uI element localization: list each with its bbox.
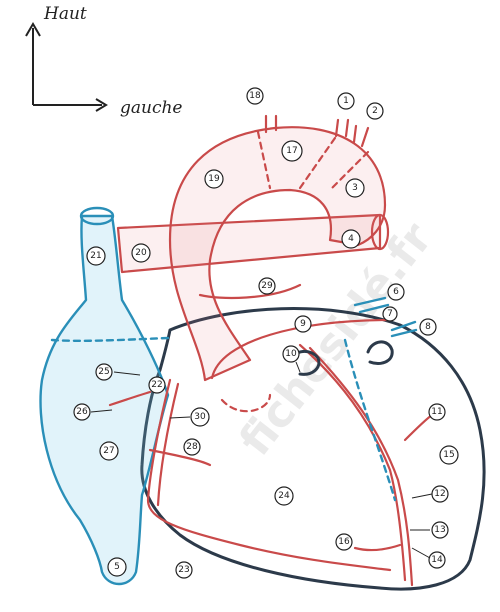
label-4: 4 <box>341 229 361 249</box>
label-24: 24 <box>274 486 294 506</box>
label-11: 11 <box>428 403 446 421</box>
svg-text:29: 29 <box>261 281 273 291</box>
label-18: 18 <box>246 87 264 105</box>
label-8: 8 <box>419 318 437 336</box>
label-1: 1 <box>337 92 355 110</box>
label-13: 13 <box>431 521 449 539</box>
label-27: 27 <box>99 441 119 461</box>
svg-text:16: 16 <box>338 537 350 547</box>
svg-text:8: 8 <box>425 322 431 332</box>
label-17: 17 <box>281 140 303 162</box>
leader-lines <box>90 361 433 559</box>
svg-text:2: 2 <box>372 106 378 116</box>
svg-text:21: 21 <box>90 251 101 261</box>
coronary-arteries <box>108 343 434 587</box>
label-6: 6 <box>387 283 405 301</box>
label-9: 9 <box>294 315 312 333</box>
label-22: 22 <box>148 376 166 394</box>
svg-text:25: 25 <box>98 367 109 377</box>
label-30: 30 <box>190 407 210 427</box>
svg-text:3: 3 <box>352 183 358 193</box>
label-15: 15 <box>439 445 459 465</box>
svg-text:23: 23 <box>178 565 189 575</box>
label-16: 16 <box>335 533 353 551</box>
label-19: 19 <box>204 169 224 189</box>
svg-text:9: 9 <box>300 319 306 329</box>
label-25: 25 <box>95 363 113 381</box>
svg-text:18: 18 <box>249 91 261 101</box>
axis-up-label: Haut <box>43 4 87 24</box>
svg-text:14: 14 <box>431 555 443 565</box>
svg-text:15: 15 <box>443 450 454 460</box>
svg-text:1: 1 <box>343 96 349 106</box>
label-3: 3 <box>345 178 365 198</box>
svg-text:27: 27 <box>103 446 114 456</box>
svg-text:13: 13 <box>434 525 445 535</box>
pulmonary-artery <box>116 213 390 274</box>
label-20: 20 <box>131 243 151 263</box>
svg-text:19: 19 <box>208 174 220 184</box>
svg-text:17: 17 <box>286 146 297 156</box>
svg-text:30: 30 <box>194 412 206 422</box>
svg-text:20: 20 <box>135 248 147 258</box>
label-10: 10 <box>282 345 300 363</box>
svg-text:10: 10 <box>285 349 297 359</box>
aorta-arch <box>168 114 392 413</box>
label-14: 14 <box>428 551 446 569</box>
part-labels: 1 2 3 4 5 6 7 8 9 10 11 12 13 14 15 16 1… <box>73 87 459 579</box>
svg-text:28: 28 <box>186 442 198 452</box>
svg-text:7: 7 <box>387 309 393 319</box>
label-2: 2 <box>366 102 384 120</box>
svg-text:11: 11 <box>431 407 442 417</box>
label-26: 26 <box>73 403 91 421</box>
axis-left-label: gauche <box>120 98 183 118</box>
svg-text:6: 6 <box>393 287 399 297</box>
svg-text:22: 22 <box>151 380 162 390</box>
label-7: 7 <box>382 306 398 322</box>
label-21: 21 <box>86 246 106 266</box>
svg-text:12: 12 <box>434 489 445 499</box>
svg-text:24: 24 <box>278 491 290 501</box>
vena-cava <box>39 206 170 586</box>
svg-text:4: 4 <box>348 234 354 244</box>
label-29: 29 <box>258 277 276 295</box>
label-28: 28 <box>183 438 201 456</box>
label-12: 12 <box>431 485 449 503</box>
heart-outline <box>140 307 486 591</box>
svg-text:26: 26 <box>76 407 88 417</box>
orientation-axes: Haut gauche <box>25 4 183 118</box>
svg-text:5: 5 <box>114 562 120 572</box>
label-23: 23 <box>175 561 193 579</box>
label-5: 5 <box>107 557 127 577</box>
